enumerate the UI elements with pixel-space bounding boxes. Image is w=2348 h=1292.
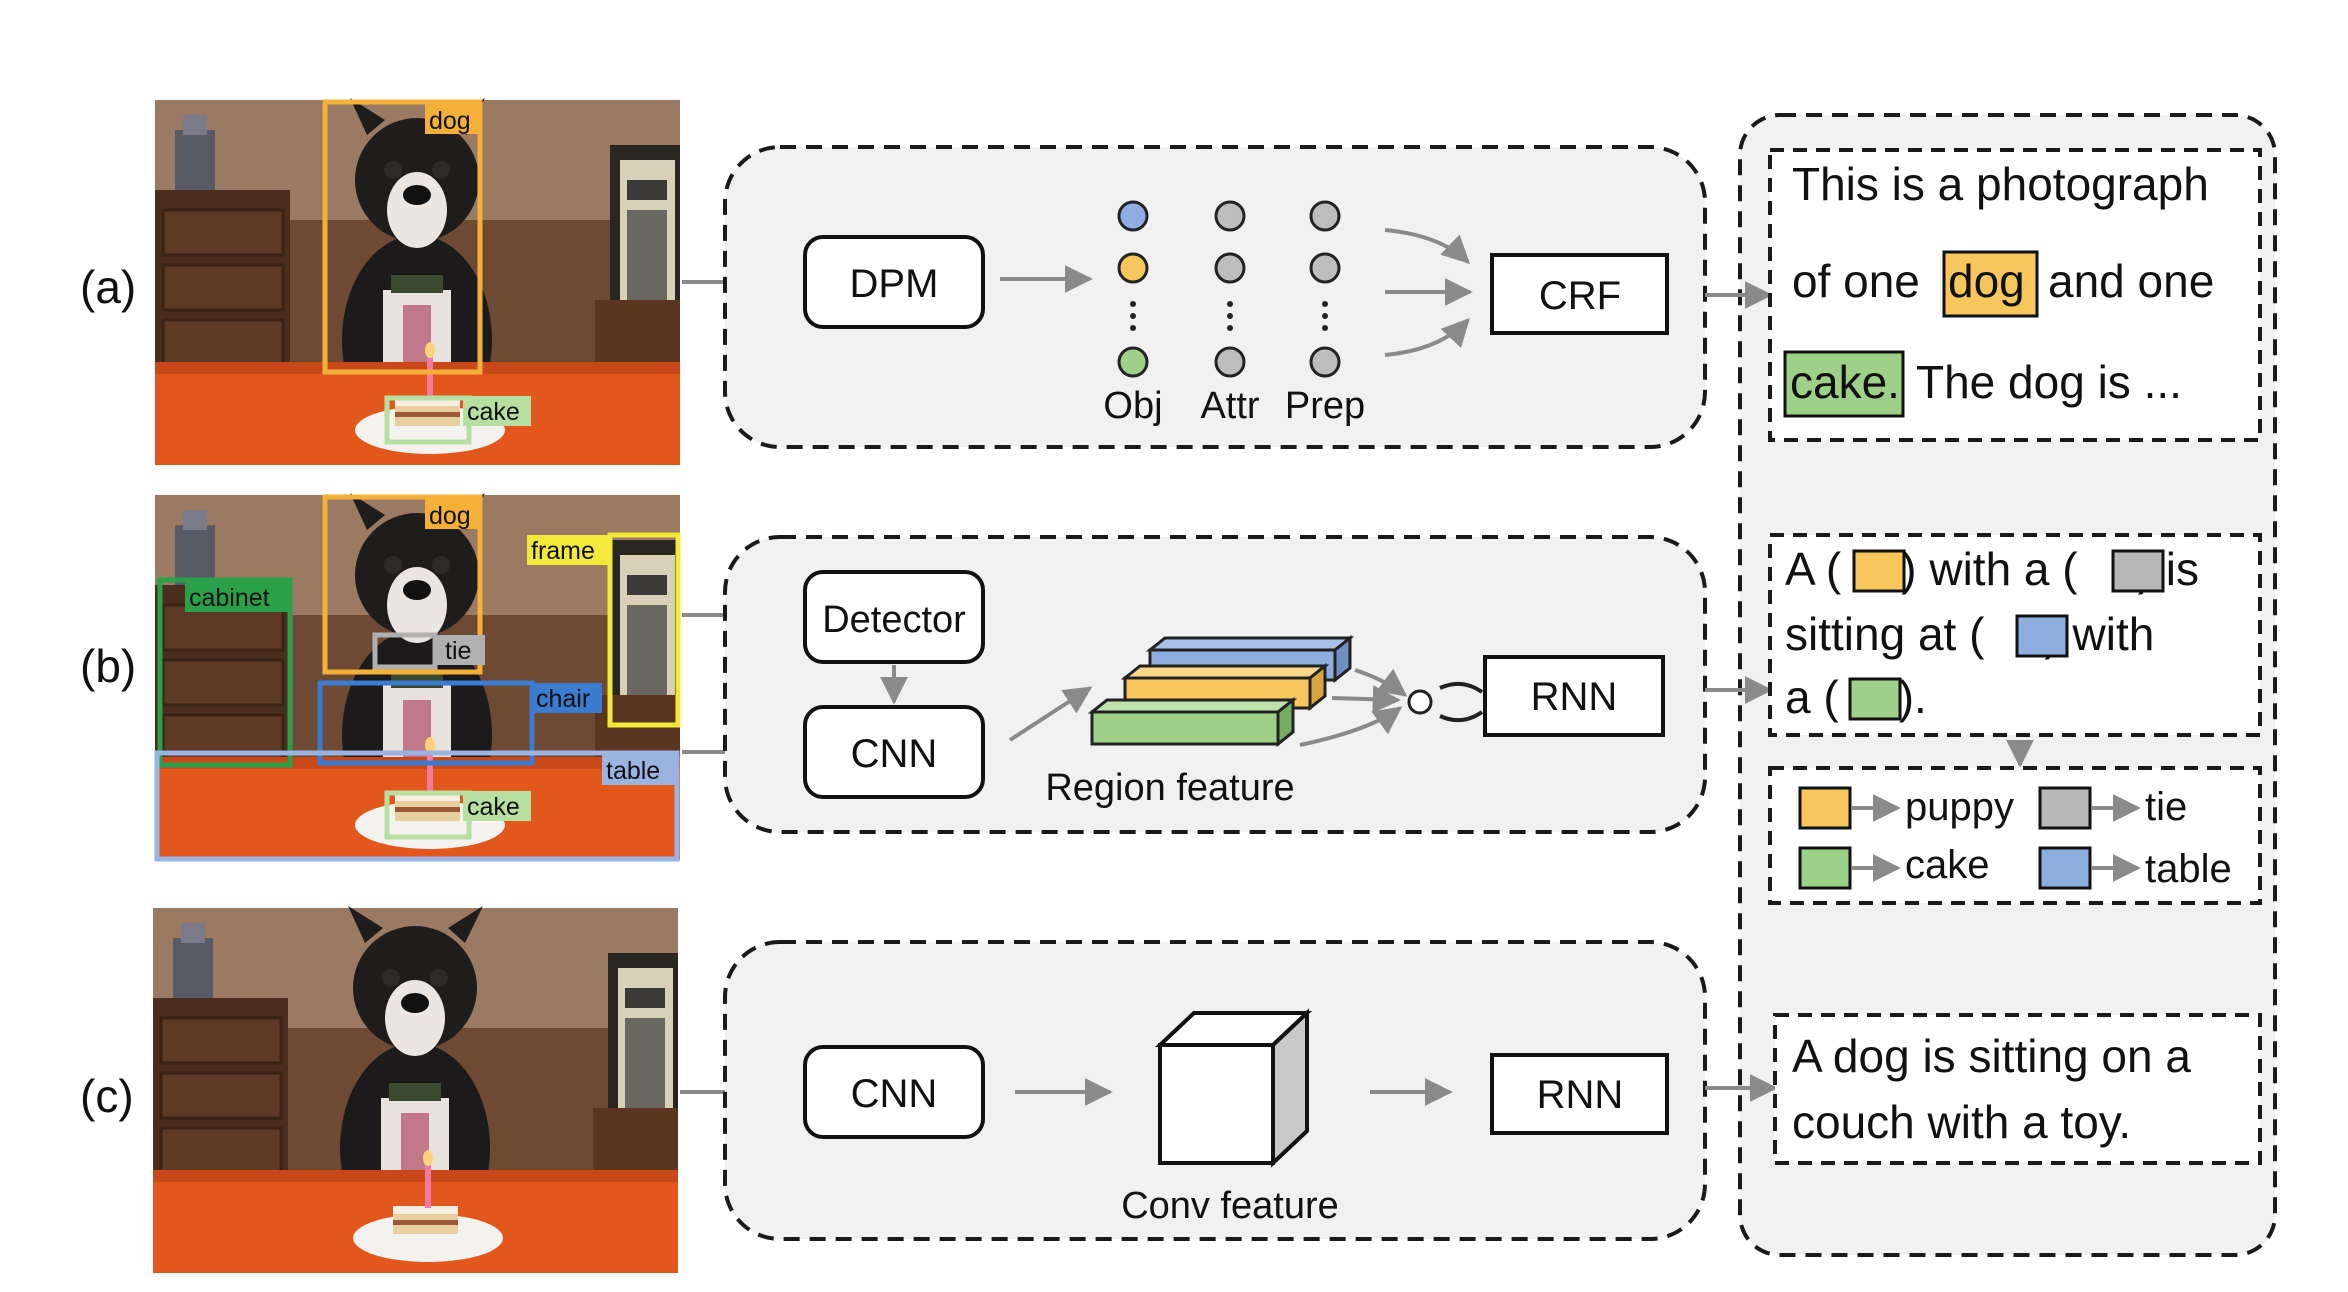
region-feature-label: Region feature [1045,767,1294,809]
cnn-box-b [803,705,985,799]
legend-swatch-yellow [1798,786,1852,830]
merge-node [1407,689,1433,715]
dpm-box [803,235,985,329]
legend-puppy: puppy [1905,785,2014,829]
caption-c-line1: A dog is sitting on a [1792,1030,2191,1082]
bbox-frame [607,532,681,728]
bbox-label-dog-b: dog [429,502,471,530]
detector-label: Detector [822,599,966,641]
photo-b: dog frame cabinet tie chair table cake [153,491,682,862]
bbox-label-chair: chair [536,685,590,713]
caption-a-word-dog: dog [1948,255,2025,307]
bbox-chair [317,680,535,766]
row-label-b: (b) [80,640,136,692]
bbox-label-cake-b: cake [467,793,520,821]
caption-a-line2-pre: of one [1792,255,1920,307]
cnn-label-b: CNN [851,732,938,776]
row-label-a: (a) [80,261,136,313]
bbox-label-dog-a: dog [429,107,471,135]
legend-swatch-gray [2038,786,2092,830]
caption-a-line1: This is a photograph [1792,158,2209,210]
legend-cake: cake [1905,843,1990,887]
row-label-c: (c) [80,1070,134,1122]
rnn-box-b [1483,655,1665,737]
slot-legend-box [1768,766,2262,905]
bbox-label-cake-a: cake [467,398,520,426]
legend-swatch-blue [2038,846,2092,890]
region-feature-stack [1087,634,1355,748]
conv-feature-label: Conv feature [1121,1185,1339,1227]
bbox-label-cabinet: cabinet [189,584,270,612]
bbox-cabinet [157,577,293,768]
detector-box [803,570,985,664]
rnn-box-c [1490,1053,1669,1135]
bbox-dog-a [322,99,483,375]
caption-b-line2: sitting at () with [1785,608,2154,660]
slot-green [1848,677,1902,721]
photo-c [151,904,680,1275]
prep-label: Prep [1285,385,1365,427]
bbox-dog-b [322,494,483,675]
crf-box [1490,253,1669,335]
crf-variable-nodes [1117,200,1341,378]
bbox-label-table: table [606,757,660,785]
bbox-table [154,750,680,862]
rnn-label-c: RNN [1537,1073,1624,1117]
slot-gray [2111,549,2165,593]
attr-label: Attr [1200,385,1259,427]
highlight-cake [1783,350,1905,418]
rnn-label-b: RNN [1531,675,1618,719]
caption-a-line3-post: The dog is ... [1916,356,2182,408]
cnn-label-c: CNN [851,1072,938,1116]
obj-label: Obj [1103,385,1162,427]
legend-table: table [2145,847,2232,891]
legend-swatch-green [1798,846,1852,890]
cnn-box-c [803,1045,985,1139]
caption-b-line3: a (). [1785,671,1927,723]
caption-a-line2-post: and one [2048,255,2214,307]
caption-c-line2: couch with a toy. [1792,1096,2131,1148]
caption-a-word-cake: cake. [1790,356,1900,408]
photo-a: dog cake [153,96,682,467]
highlight-dog [1942,250,2039,318]
dpm-label: DPM [850,262,939,306]
bbox-label-tie: tie [445,637,471,665]
bbox-label-frame: frame [531,537,595,565]
crf-label: CRF [1539,274,1621,318]
slot-yellow [1852,549,1906,593]
conv-feature-cube [1154,1008,1313,1168]
legend-tie: tie [2145,785,2187,829]
recurrent-loop [1439,681,1484,723]
slot-blue [2015,614,2069,658]
caption-box-c [1773,1013,2262,1165]
